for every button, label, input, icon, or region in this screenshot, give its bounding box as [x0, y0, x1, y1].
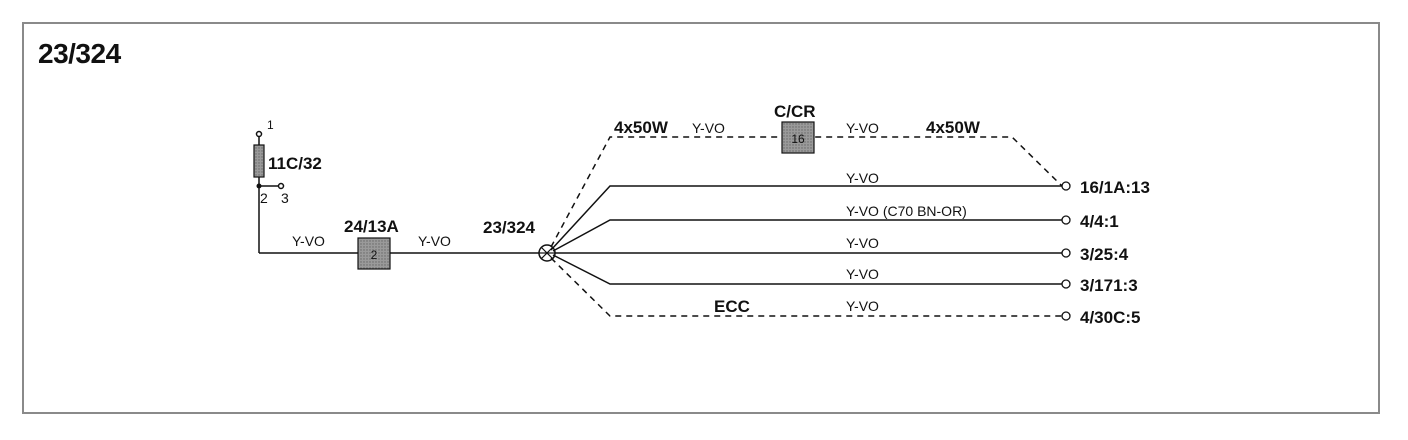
terminal-label-4: 3/171:3 — [1080, 276, 1138, 295]
top-branch-label-right: 4x50W — [926, 118, 981, 137]
fuse-pin-3-terminal — [277, 182, 285, 190]
connector-ccr-label: C/CR — [774, 102, 816, 121]
branch-wire-2 — [552, 219, 1062, 252]
fuse-body — [253, 144, 265, 178]
branch-wire-label-4: Y-VO — [846, 266, 879, 282]
terminal-label-3: 3/25:4 — [1080, 245, 1129, 264]
terminal-icon-1 — [1061, 181, 1071, 191]
connector-ccr-pin: 16 — [791, 132, 805, 146]
top-branch-label-left: 4x50W — [614, 118, 669, 137]
branch-ecc-label: ECC — [714, 297, 750, 316]
terminal-icon-3 — [1061, 248, 1071, 258]
branch-wire-label-1: Y-VO — [846, 170, 879, 186]
branch-wire-5-dashed — [550, 257, 1062, 317]
fuse-11c32: 1 11C/32 2 3 — [253, 118, 322, 253]
fuse-pin-2-label: 2 — [260, 190, 268, 206]
branch-wire-label-3: Y-VO — [846, 235, 879, 251]
fuse-pin-3-label: 3 — [281, 190, 289, 206]
branch-wire-label-2: Y-VO (C70 BN-OR) — [846, 203, 967, 219]
branch-wire-4 — [552, 254, 1062, 285]
branch-wire-1 — [550, 185, 1062, 251]
fuse-pin-1-label: 1 — [267, 118, 274, 132]
terminal-label-2: 4/4:1 — [1080, 212, 1119, 231]
splice-label: 23/324 — [483, 218, 536, 237]
terminal-label-1: 16/1A:13 — [1080, 178, 1150, 197]
branch-top-dashed-wire — [550, 136, 1063, 248]
connector-24-13a: 2 24/13A — [344, 217, 399, 270]
wire-label-feed-in: Y-VO — [292, 233, 325, 249]
fuse-pin-2-terminal — [256, 183, 262, 189]
connector-24-13a-pin: 2 — [371, 248, 378, 262]
terminal-icon-4 — [1061, 279, 1071, 289]
page-title: 23/324 — [38, 38, 121, 69]
wire-label-feed-out: Y-VO — [418, 233, 451, 249]
connector-24-13a-label: 24/13A — [344, 217, 399, 236]
top-branch-wire-right: Y-VO — [846, 120, 879, 136]
branch-wire-label-5: Y-VO — [846, 298, 879, 314]
fuse-pin-1-terminal — [255, 130, 263, 138]
diagram-frame — [22, 22, 1380, 414]
connector-ccr: 16 C/CR — [774, 102, 816, 154]
fuse-label: 11C/32 — [268, 154, 322, 173]
terminal-icon-5 — [1061, 311, 1071, 321]
terminal-icon-2 — [1061, 215, 1071, 225]
terminal-label-5: 4/30C:5 — [1080, 308, 1140, 327]
top-branch-wire-left: Y-VO — [692, 120, 725, 136]
connector-24-13a-box — [357, 237, 391, 270]
splice-23-324: 23/324 — [483, 218, 556, 262]
connector-ccr-box — [781, 121, 815, 154]
